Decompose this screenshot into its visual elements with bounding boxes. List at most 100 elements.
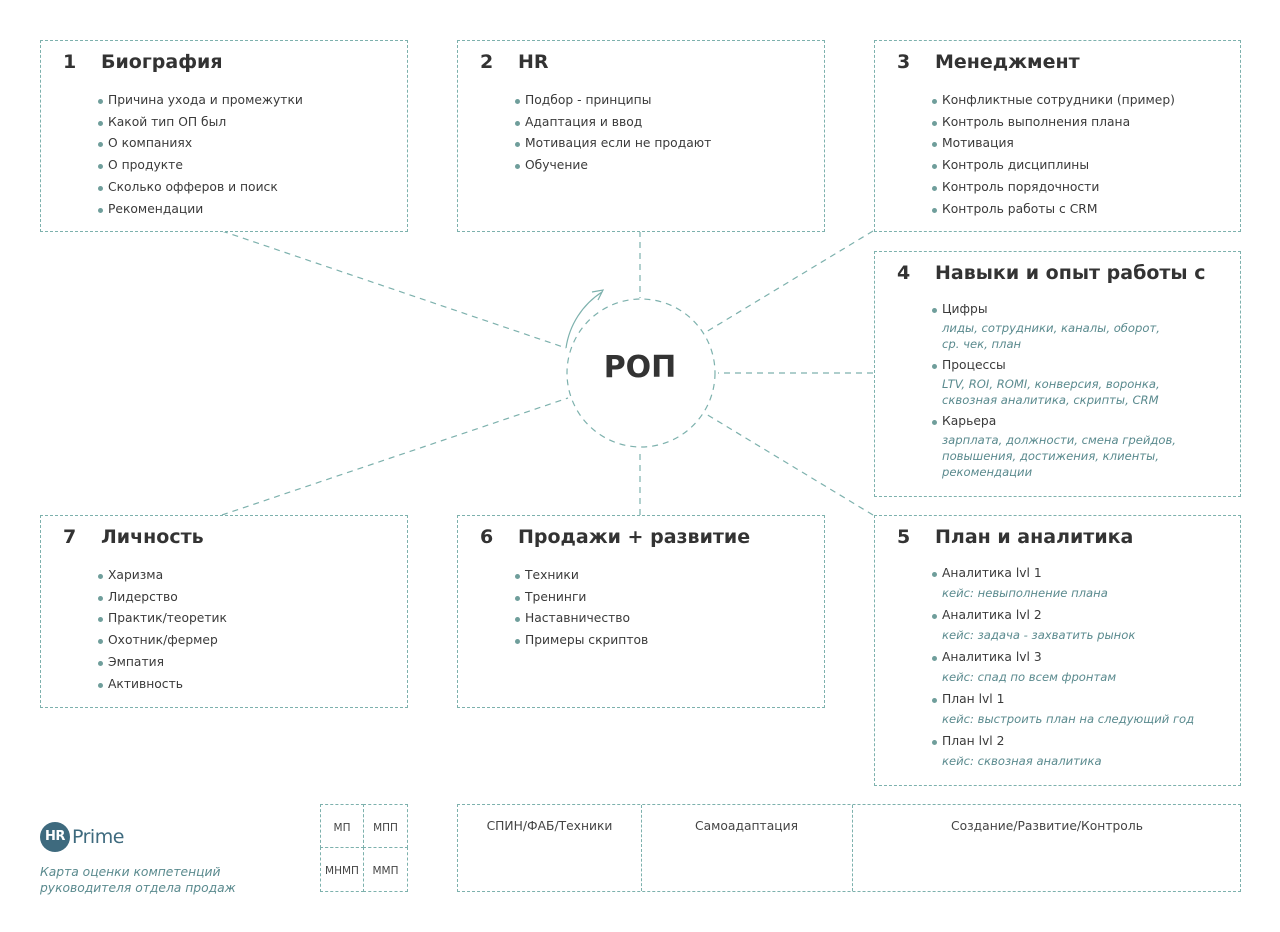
connector-box5 bbox=[705, 413, 874, 516]
list-item: Наставничество bbox=[515, 608, 648, 630]
box-list: Подбор - принципы Адаптация и ввод Мотив… bbox=[515, 90, 711, 177]
rotation-arc bbox=[565, 291, 603, 349]
list-item: Тренинги bbox=[515, 587, 648, 609]
list-item: Охотник/фермер bbox=[98, 630, 227, 652]
box-number: 2 bbox=[480, 51, 494, 73]
box-list: Аналитика lvl 1 кейс: невыполнение плана… bbox=[932, 564, 1194, 774]
list-item: Контроль порядочности bbox=[932, 177, 1175, 199]
center-circle bbox=[566, 298, 716, 448]
item-label: Карьера bbox=[942, 414, 997, 429]
box-plan-analytics: 5 План и аналитика Аналитика lvl 1 кейс:… bbox=[874, 515, 1241, 786]
box-title: Биография bbox=[101, 51, 223, 73]
item-note: кейс: выстроить план на следующий год bbox=[942, 712, 1195, 726]
list-item: Мотивация если не продают bbox=[515, 133, 711, 155]
box-header: 6 Продажи + развитие bbox=[480, 526, 750, 548]
caption-line: руководителя отдела продаж bbox=[40, 881, 236, 895]
box-title: Менеджмент bbox=[935, 51, 1080, 73]
item-note: кейс: спад по всем фронтам bbox=[942, 670, 1117, 684]
logo-word: Prime bbox=[72, 826, 124, 848]
item-label: Процессы bbox=[942, 358, 1006, 373]
box-list: Причина ухода и промежутки Какой тип ОП … bbox=[98, 90, 303, 220]
list-item: Активность bbox=[98, 674, 227, 696]
box-number: 4 bbox=[897, 262, 911, 284]
item-note: LTV, ROI, ROMI, конверсия, воронка, bbox=[942, 377, 1160, 392]
caption-line: Карта оценки компетенций bbox=[40, 865, 221, 879]
list-item: Аналитика lvl 1 кейс: невыполнение плана bbox=[932, 564, 1194, 603]
bottom-col-spin: СПИН/ФАБ/Техники bbox=[486, 819, 613, 833]
list-item: Причина ухода и промежутки bbox=[98, 90, 303, 112]
list-item: Контроль работы с CRM bbox=[932, 199, 1175, 221]
list-item: Контроль дисциплины bbox=[932, 155, 1175, 177]
bottom-table: СПИН/ФАБ/Техники Самоадаптация Создание/… bbox=[457, 804, 1241, 892]
item-note: ср. чек, план bbox=[942, 336, 1022, 351]
list-item: План lvl 1 кейс: выстроить план на следу… bbox=[932, 690, 1194, 729]
list-item: Лидерство bbox=[98, 587, 227, 609]
box-biography: 1 Биография Причина ухода и промежутки К… bbox=[40, 40, 408, 232]
box-list: Техники Тренинги Наставничество Примеры … bbox=[515, 565, 648, 652]
list-item: Техники bbox=[515, 565, 648, 587]
list-item: Конфликтные сотрудники (пример) bbox=[932, 90, 1175, 112]
list-item: Адаптация и ввод bbox=[515, 112, 711, 134]
box-header: 5 План и аналитика bbox=[897, 526, 1133, 548]
list-item: Эмпатия bbox=[98, 652, 227, 674]
item-note: кейс: невыполнение плана bbox=[942, 586, 1108, 600]
list-item: План lvl 2 кейс: сквозная аналитика bbox=[932, 732, 1194, 771]
box-header: 3 Менеджмент bbox=[897, 51, 1080, 73]
bottom-divider bbox=[852, 805, 853, 891]
item-note: лиды, сотрудники, каналы, оборот, bbox=[942, 321, 1160, 335]
list-item: Сколько офферов и поиск bbox=[98, 177, 303, 199]
box-header: 2 HR bbox=[480, 51, 549, 73]
list-item: Аналитика lvl 3 кейс: спад по всем фронт… bbox=[932, 648, 1194, 687]
item-note: зарплата, должности, смена грейдов, bbox=[942, 433, 1176, 448]
center-label: РОП bbox=[603, 350, 677, 385]
caption: Карта оценки компетенций руководителя от… bbox=[40, 864, 236, 896]
box-number: 3 bbox=[897, 51, 911, 73]
box-number: 5 bbox=[897, 526, 911, 548]
item-label: План lvl 2 bbox=[942, 734, 1005, 748]
box-list: Цифры лиды, сотрудники, каналы, оборот, … bbox=[932, 300, 1176, 484]
logo-mark: HR bbox=[40, 822, 70, 852]
box-skills: 4 Навыки и опыт работы с Цифры лиды, сот… bbox=[874, 251, 1241, 497]
item-note: кейс: задача - захватить рынок bbox=[942, 628, 1136, 642]
box-number: 7 bbox=[63, 526, 77, 548]
list-item: Какой тип ОП был bbox=[98, 112, 303, 134]
item-note: рекомендации bbox=[942, 464, 1033, 479]
list-item: Примеры скриптов bbox=[515, 630, 648, 652]
logo: HR Prime bbox=[40, 822, 124, 852]
bottom-col-selfadapt: Самоадаптация bbox=[695, 819, 798, 833]
bottom-col-create: Создание/Развитие/Контроль bbox=[951, 819, 1143, 833]
item-note: повышения, достижения, клиенты, bbox=[942, 448, 1159, 463]
item-label: План lvl 1 bbox=[942, 692, 1005, 706]
box-title: План и аналитика bbox=[935, 526, 1134, 548]
list-item: Мотивация bbox=[932, 133, 1175, 155]
box-title: Навыки и опыт работы с bbox=[935, 262, 1206, 284]
list-item: О продукте bbox=[98, 155, 303, 177]
box-header: 4 Навыки и опыт работы с bbox=[897, 262, 1205, 284]
tag-cell-mnmp: МНМП bbox=[320, 847, 364, 892]
tag-cell-mp: МП bbox=[320, 804, 364, 848]
list-item: О компаниях bbox=[98, 133, 303, 155]
box-list: Харизма Лидерство Практик/теоретик Охотн… bbox=[98, 565, 227, 695]
tag-cell-mmp: ММП bbox=[363, 847, 408, 892]
connector-box1 bbox=[221, 230, 567, 349]
item-label: Аналитика lvl 1 bbox=[942, 566, 1042, 580]
box-sales: 6 Продажи + развитие Техники Тренинги На… bbox=[457, 515, 825, 708]
box-title: Личность bbox=[101, 526, 204, 548]
box-list: Конфликтные сотрудники (пример) Контроль… bbox=[932, 90, 1175, 220]
item-label: Цифры bbox=[942, 302, 988, 316]
list-item: Практик/теоретик bbox=[98, 608, 227, 630]
item-note: кейс: сквозная аналитика bbox=[942, 754, 1102, 768]
box-number: 1 bbox=[63, 51, 77, 73]
box-title: HR bbox=[518, 51, 549, 73]
box-header: 7 Личность bbox=[63, 526, 204, 548]
list-item: Процессы LTV, ROI, ROMI, конверсия, воро… bbox=[932, 356, 1176, 408]
tag-cell-mpp: МПП bbox=[363, 804, 408, 848]
list-item: Карьера зарплата, должности, смена грейд… bbox=[932, 412, 1176, 480]
list-item: Аналитика lvl 2 кейс: задача - захватить… bbox=[932, 606, 1194, 645]
item-label: Аналитика lvl 2 bbox=[942, 608, 1042, 622]
box-personality: 7 Личность Харизма Лидерство Практик/тео… bbox=[40, 515, 408, 708]
rotation-arrowhead bbox=[591, 289, 605, 301]
list-item: Харизма bbox=[98, 565, 227, 587]
box-title: Продажи + развитие bbox=[518, 526, 751, 548]
list-item: Рекомендации bbox=[98, 199, 303, 221]
